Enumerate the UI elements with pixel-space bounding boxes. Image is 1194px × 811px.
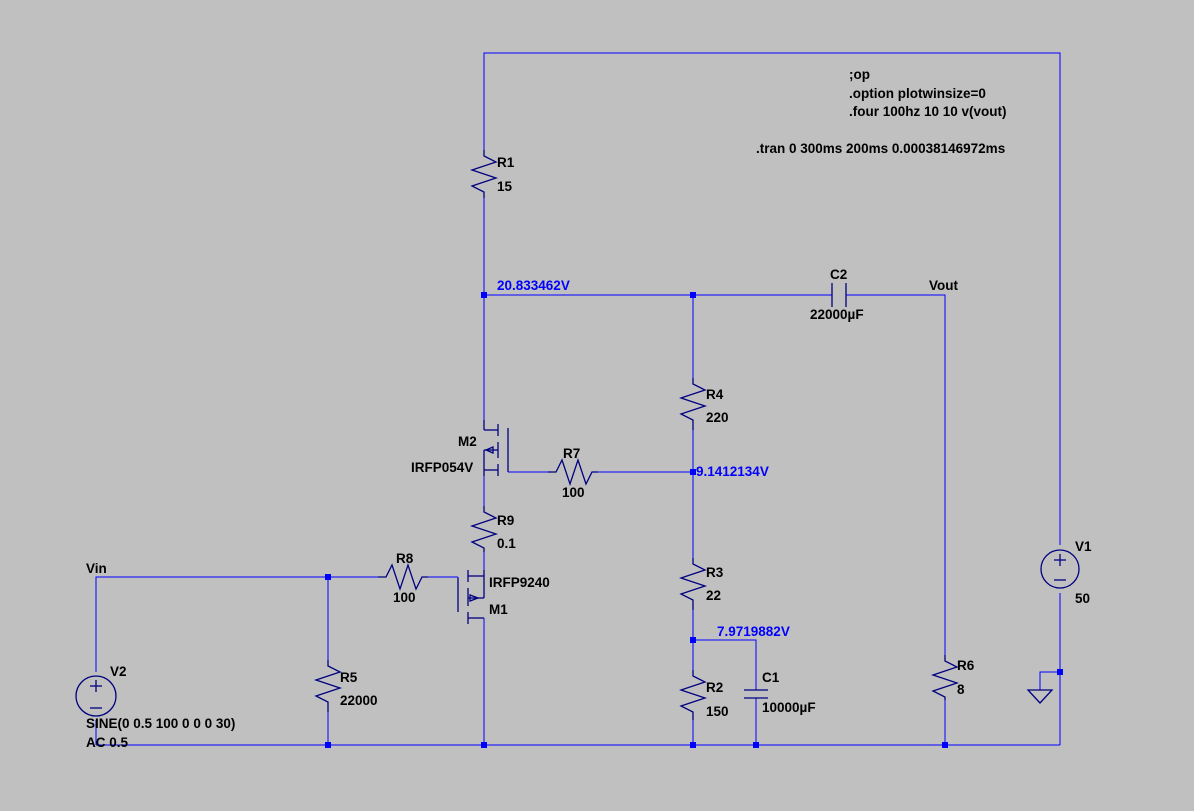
net-label-vin[interactable]: Vin — [86, 561, 107, 576]
wire-gnd-symbol[interactable] — [1039, 671, 1060, 690]
r8-name: R8 — [396, 551, 414, 566]
ground-icon[interactable] — [1026, 689, 1054, 704]
wire-vin[interactable] — [95, 576, 378, 672]
junctions — [325, 292, 1063, 748]
resistor-r8[interactable] — [378, 562, 428, 592]
resistor-r9[interactable] — [469, 506, 499, 552]
resistor-r4[interactable] — [678, 378, 708, 430]
node-voltage-drain: 20.833462V — [497, 278, 570, 293]
wire-top-rail[interactable] — [483, 52, 1061, 545]
c2-value: 22000µF — [810, 307, 864, 322]
resistor-r3[interactable] — [678, 558, 708, 610]
capacitor-c2[interactable] — [831, 283, 847, 307]
junction-r4-top — [690, 292, 696, 298]
junction-drain — [481, 292, 487, 298]
junction-r3-r2 — [690, 637, 696, 643]
r1-name: R1 — [497, 155, 515, 170]
wires — [95, 52, 1061, 746]
directive-four[interactable]: .four 100hz 10 10 v(vout) — [849, 104, 1007, 119]
mosfet-m2[interactable] — [483, 420, 509, 476]
junction-gnd-c1 — [753, 742, 759, 748]
c1-value: 10000µF — [762, 700, 816, 715]
r5-name: R5 — [340, 670, 358, 685]
r2-name: R2 — [706, 680, 723, 695]
junction-gnd-r5 — [325, 742, 331, 748]
resistor-r5[interactable] — [313, 660, 343, 712]
node-voltage-gate: 9.1412134V — [696, 464, 769, 479]
v2-name: V2 — [110, 664, 127, 679]
capacitor-c1[interactable] — [744, 689, 768, 699]
net-label-vout[interactable]: Vout — [929, 278, 958, 293]
resistor-r6[interactable] — [930, 655, 960, 700]
node-voltage-r3-r2: 7.9719882V — [717, 624, 790, 639]
c1-name: C1 — [762, 670, 780, 685]
r3-name: R3 — [706, 565, 724, 580]
wire-c1-top[interactable] — [693, 639, 757, 690]
directive-op[interactable]: ;op — [849, 67, 870, 82]
v1-value: 50 — [1075, 591, 1090, 606]
wire-vout[interactable] — [846, 294, 946, 655]
m1-model: IRFP9240 — [489, 575, 550, 590]
junction-gnd-m1 — [481, 742, 487, 748]
directive-option[interactable]: .option plotwinsize=0 — [849, 86, 986, 101]
junction-gnd-r6 — [942, 742, 948, 748]
r9-name: R9 — [497, 513, 514, 528]
voltage-source-v1[interactable] — [1040, 549, 1080, 589]
directive-tran[interactable]: .tran 0 300ms 200ms 0.00038146972ms — [756, 141, 1005, 156]
r4-value: 220 — [706, 410, 729, 425]
v2-value: SINE(0 0.5 100 0 0 0 30) — [86, 716, 235, 731]
v1-name: V1 — [1075, 539, 1092, 554]
r7-value: 100 — [562, 485, 585, 500]
junction-gnd-v1 — [1057, 669, 1063, 675]
r3-value: 22 — [706, 588, 721, 603]
r1-value: 15 — [497, 179, 513, 194]
m1-name: M1 — [489, 602, 508, 617]
r7-name: R7 — [563, 446, 580, 461]
junction-gate-node — [690, 469, 696, 475]
r2-value: 150 — [706, 704, 729, 719]
junction-vin — [325, 574, 331, 580]
resistor-r7[interactable] — [548, 457, 598, 487]
voltage-source-v2[interactable] — [75, 675, 117, 717]
resistor-r2[interactable] — [678, 670, 708, 720]
resistor-r1[interactable] — [469, 150, 499, 198]
v2-ac: AC 0.5 — [86, 735, 129, 750]
mosfet-m1[interactable] — [457, 570, 485, 624]
m2-model: IRFP054V — [411, 460, 473, 475]
c2-name: C2 — [830, 267, 847, 282]
junction-gnd-r2 — [690, 742, 696, 748]
r9-value: 0.1 — [497, 536, 516, 551]
m2-name: M2 — [458, 434, 477, 449]
r6-value: 8 — [957, 682, 965, 697]
r5-value: 22000 — [340, 693, 378, 708]
r4-name: R4 — [706, 387, 724, 402]
r8-value: 100 — [393, 590, 416, 605]
r6-name: R6 — [957, 658, 975, 673]
